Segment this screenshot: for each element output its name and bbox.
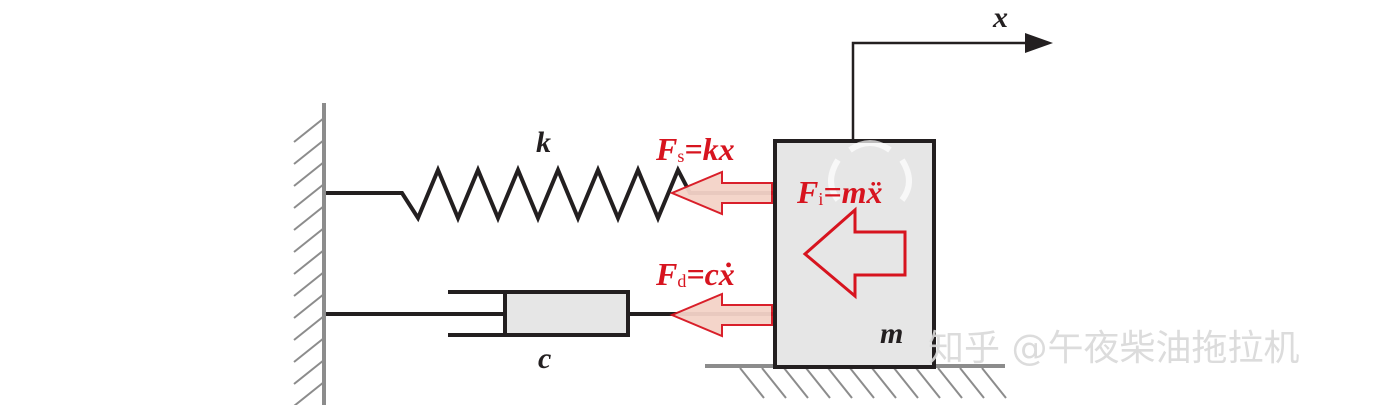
- fixed-wall: [293, 103, 326, 405]
- ground-hatch-line: [805, 367, 831, 399]
- damping-force-symbol: F: [655, 256, 677, 292]
- watermark-text: 知乎 @午夜柴油拖拉机: [928, 328, 1299, 369]
- wall-hatch-line: [293, 161, 325, 187]
- wall-hatch-line: [293, 271, 325, 297]
- wall-hatch-line: [293, 227, 325, 253]
- spring-force-label: Fs=kx: [655, 131, 735, 167]
- spring-constant-label: k: [536, 126, 551, 159]
- displacement-arrowhead: [1025, 33, 1053, 53]
- ground-hatch-line: [871, 367, 897, 399]
- watermark-logo: [828, 140, 912, 202]
- spring: [326, 164, 776, 224]
- mass-label: m: [880, 317, 903, 350]
- ground: [705, 364, 1007, 399]
- damping-force-label: Fd=cẋ: [655, 256, 735, 292]
- spring-force-arrow: [669, 170, 773, 216]
- ground-hatch-line: [761, 367, 787, 399]
- ground-hatch-line: [739, 367, 765, 399]
- ground-hatch-line: [915, 367, 941, 399]
- wall-hatch-line: [293, 381, 325, 405]
- wall-hatch-line: [293, 205, 325, 231]
- wall-hatch-line: [293, 315, 325, 341]
- inertia-force-symbol: F: [796, 174, 818, 210]
- inertia-force-label: Fi=mẍ: [796, 174, 882, 210]
- wall-hatch-line: [293, 337, 325, 363]
- inertia-force-arrow: [802, 206, 907, 300]
- damping-force-subscript: d: [677, 271, 686, 291]
- ground-hatch-line: [981, 367, 1007, 399]
- damper-cylinder: [503, 290, 630, 337]
- damping-force-expression: =cẋ: [686, 256, 734, 292]
- ground-hatch-line: [959, 367, 985, 399]
- damping-force-arrow: [669, 292, 773, 338]
- ground-hatch-line: [937, 367, 963, 399]
- displacement-label: x: [992, 1, 1008, 34]
- wall-hatch-line: [293, 117, 325, 143]
- wall-hatch-line: [293, 249, 325, 275]
- inertia-force-subscript: i: [818, 189, 823, 209]
- ground-hatch-line: [783, 367, 809, 399]
- wall-hatch-line: [293, 139, 325, 165]
- inertia-force-expression: =mẍ: [823, 174, 882, 210]
- damping-coefficient-label: c: [538, 342, 551, 375]
- displacement-axis: [851, 33, 1053, 141]
- wall-hatch-line: [293, 293, 325, 319]
- wall-hatch-line: [293, 183, 325, 209]
- ground-hatch-line: [827, 367, 853, 399]
- wall-hatch-line: [293, 359, 325, 385]
- spring-force-symbol: F: [655, 131, 677, 167]
- ground-hatch-line: [893, 367, 919, 399]
- ground-hatch-line: [849, 367, 875, 399]
- spring-force-expression: =kx: [684, 131, 734, 167]
- spring-force-subscript: s: [677, 146, 684, 166]
